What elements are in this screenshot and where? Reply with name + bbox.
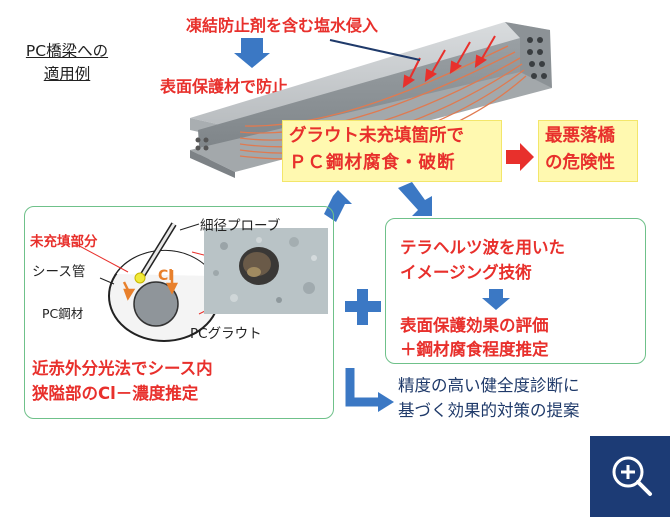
chloride-label: Cl [158, 268, 174, 284]
right-arrow-icon [506, 143, 534, 171]
zoom-button[interactable] [590, 436, 670, 517]
sheath-pipe-label: シース管 [32, 264, 86, 280]
plus-icon [345, 289, 381, 325]
down-arrow-icon [234, 38, 270, 68]
evaluation-line-2: ＋鋼材腐食程度推定 [400, 340, 549, 359]
pc-steel-bar [133, 281, 179, 327]
zoom-in-icon [612, 456, 652, 496]
down-right-arrow-icon [398, 182, 432, 216]
anchorage-plates [527, 37, 547, 79]
conclusion-arrow [345, 368, 380, 407]
salt-water-arrows [402, 35, 496, 89]
page-title: PC橋梁への 適用例 [8, 40, 126, 86]
outcome-line-2: の危険性 [545, 153, 615, 173]
nir-method-line-1: 近赤外分光法でシース内 [32, 359, 213, 378]
salt-water-intrusion-label: 凍結防止剤を含む塩水侵入 [186, 16, 379, 35]
evaluation-line-1: 表面保護効果の評価 [400, 316, 549, 335]
front-anchorages [195, 137, 209, 151]
right-panel [385, 218, 646, 364]
probe-tip [134, 272, 146, 284]
left-panel [24, 206, 334, 419]
nir-method-line-2: 狭隘部のCl－濃度推定 [32, 384, 199, 403]
conclusion-line-1: 精度の高い健全度診断に [398, 376, 580, 395]
risk-box: グラウト未充填箇所で ＰＣ鋼材腐食・破断 [282, 120, 502, 182]
girder-top-flange [190, 22, 550, 128]
conclusion-arrow-head [378, 392, 394, 412]
risk-line-2: ＰＣ鋼材腐食・破断 [289, 153, 456, 173]
core-sample-photo [204, 228, 328, 314]
page-title-text: PC橋梁への 適用例 [25, 42, 109, 83]
risk-line-1: グラウト未充填箇所で [289, 126, 464, 146]
terahertz-line-1: テラヘルツ波を用いた [400, 238, 565, 257]
sheath-cross-section [71, 222, 280, 342]
pc-grout-label: PCグラウト [190, 326, 262, 342]
surface-protection-label: 表面保護材で防止 [160, 77, 289, 96]
chloride-arrows [122, 270, 179, 301]
intrusion-leader-line [329, 39, 421, 61]
small-down-arrow-icon [482, 289, 510, 310]
unfilled-part-label: 未充填部分 [30, 234, 98, 250]
outcome-line-1: 最悪落橋 [545, 126, 615, 146]
thin-probe-label: 細径プローブ [200, 218, 281, 234]
conclusion-line-2: 基づく効果的対策の提案 [398, 401, 580, 420]
terahertz-line-2: イメージング技術 [400, 263, 532, 282]
outcome-box: 最悪落橋 の危険性 [538, 120, 638, 182]
pc-steel-label: PC鋼材 [42, 306, 84, 321]
